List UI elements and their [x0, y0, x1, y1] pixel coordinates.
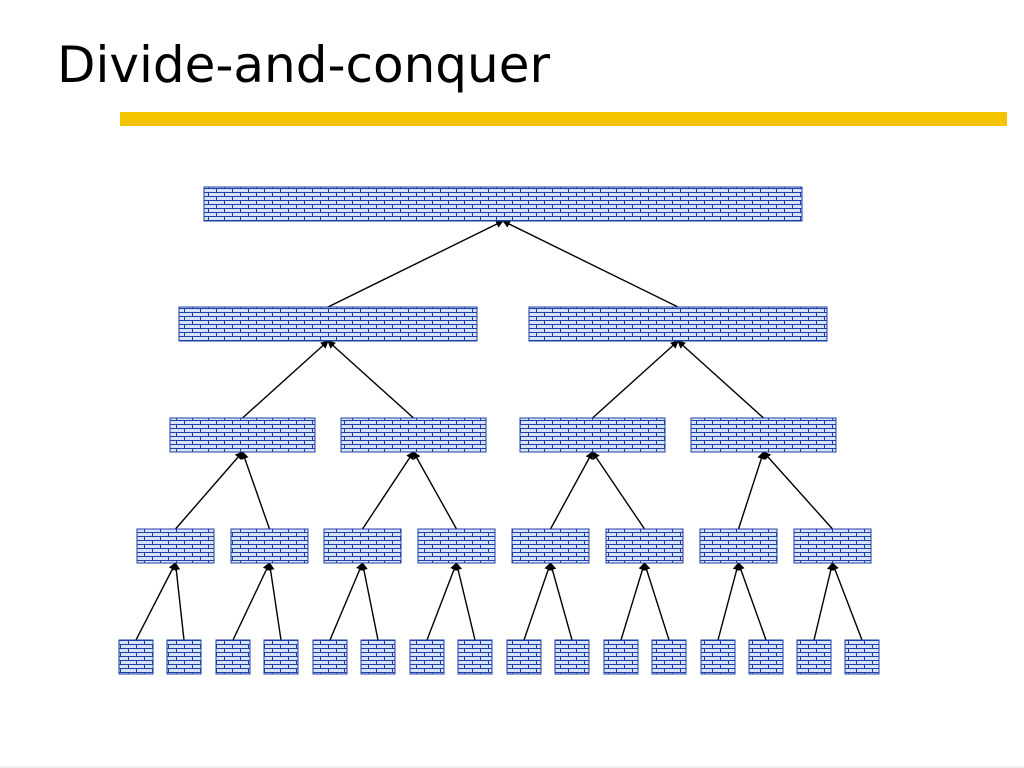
tree-edge-arrow: [717, 562, 741, 641]
tree-edge-arrow: [135, 562, 177, 641]
tree-node-level-4-4: [312, 639, 348, 675]
tree-node-level-3-5: [605, 528, 684, 564]
tree-edge-arrow: [737, 451, 766, 530]
tree-edge-arrow: [620, 562, 647, 641]
tree-node-level-4-0: [118, 639, 154, 675]
tree-edge-arrow: [327, 340, 414, 419]
tree-node-level-4-6: [409, 639, 445, 675]
tree-edge-arrow: [737, 562, 767, 641]
tree-edge-arrow: [549, 451, 594, 530]
tree-edge-arrow: [548, 562, 573, 641]
tree-node-level-1-1: [528, 306, 828, 342]
tree-edge-arrow: [327, 220, 504, 308]
tree-node-level-4-15: [844, 639, 880, 675]
tree-node-level-4-10: [603, 639, 639, 675]
tree-edge-arrow: [359, 562, 379, 641]
tree-node-level-3-3: [417, 528, 496, 564]
tree-nodes: [118, 186, 880, 675]
tree-edge-arrow: [642, 562, 670, 641]
tree-node-level-2-2: [519, 417, 666, 453]
tree-edge-arrow: [502, 220, 679, 308]
tree-edge-arrow: [241, 451, 271, 530]
tree-node-level-4-1: [166, 639, 202, 675]
tree-node-level-4-3: [263, 639, 299, 675]
title-underline-bar: [120, 112, 1007, 126]
tree-node-level-4-11: [651, 639, 687, 675]
tree-node-level-4-9: [554, 639, 590, 675]
tree-node-level-3-4: [511, 528, 590, 564]
tree-edge-arrow: [454, 562, 476, 641]
tree-node-level-4-8: [506, 639, 542, 675]
tree-edge-arrow: [172, 562, 185, 641]
tree-edge-arrow: [591, 451, 646, 530]
slide-title: Divide-and-conquer: [57, 36, 551, 94]
tree-node-level-3-7: [793, 528, 872, 564]
tree-edge-arrow: [266, 562, 282, 641]
tree-node-level-4-5: [360, 639, 396, 675]
tree-node-level-4-14: [796, 639, 832, 675]
tree-node-level-3-1: [230, 528, 309, 564]
slide-bottom-divider: [0, 766, 1024, 768]
tree-node-level-0-0: [203, 186, 803, 222]
tree-edge-arrow: [831, 562, 863, 641]
tree-node-level-3-2: [323, 528, 402, 564]
tree-edge-arrow: [242, 340, 329, 419]
tree-edge-arrow: [592, 340, 679, 419]
tree-edge-arrow: [361, 451, 415, 530]
tree-edge-arrow: [329, 562, 364, 641]
tree-node-level-2-3: [690, 417, 837, 453]
tree-node-level-4-2: [215, 639, 251, 675]
tree-edge-arrow: [232, 562, 271, 641]
tree-edge-arrow: [174, 451, 244, 530]
tree-edge-arrow: [412, 451, 458, 530]
tree-edge-arrow: [813, 562, 835, 641]
tree-node-level-4-7: [457, 639, 493, 675]
tree-node-level-4-13: [748, 639, 784, 675]
tree-node-level-4-12: [700, 639, 736, 675]
tree-edge-arrow: [762, 451, 834, 530]
tree-edge-arrow: [677, 340, 764, 419]
tree-edge-arrow: [523, 562, 553, 641]
tree-node-level-3-0: [136, 528, 215, 564]
tree-edges: [135, 220, 863, 641]
tree-node-level-1-0: [178, 306, 478, 342]
tree-node-level-2-0: [169, 417, 316, 453]
tree-node-level-3-6: [699, 528, 778, 564]
tree-node-level-2-1: [340, 417, 487, 453]
tree-edge-arrow: [426, 562, 458, 641]
